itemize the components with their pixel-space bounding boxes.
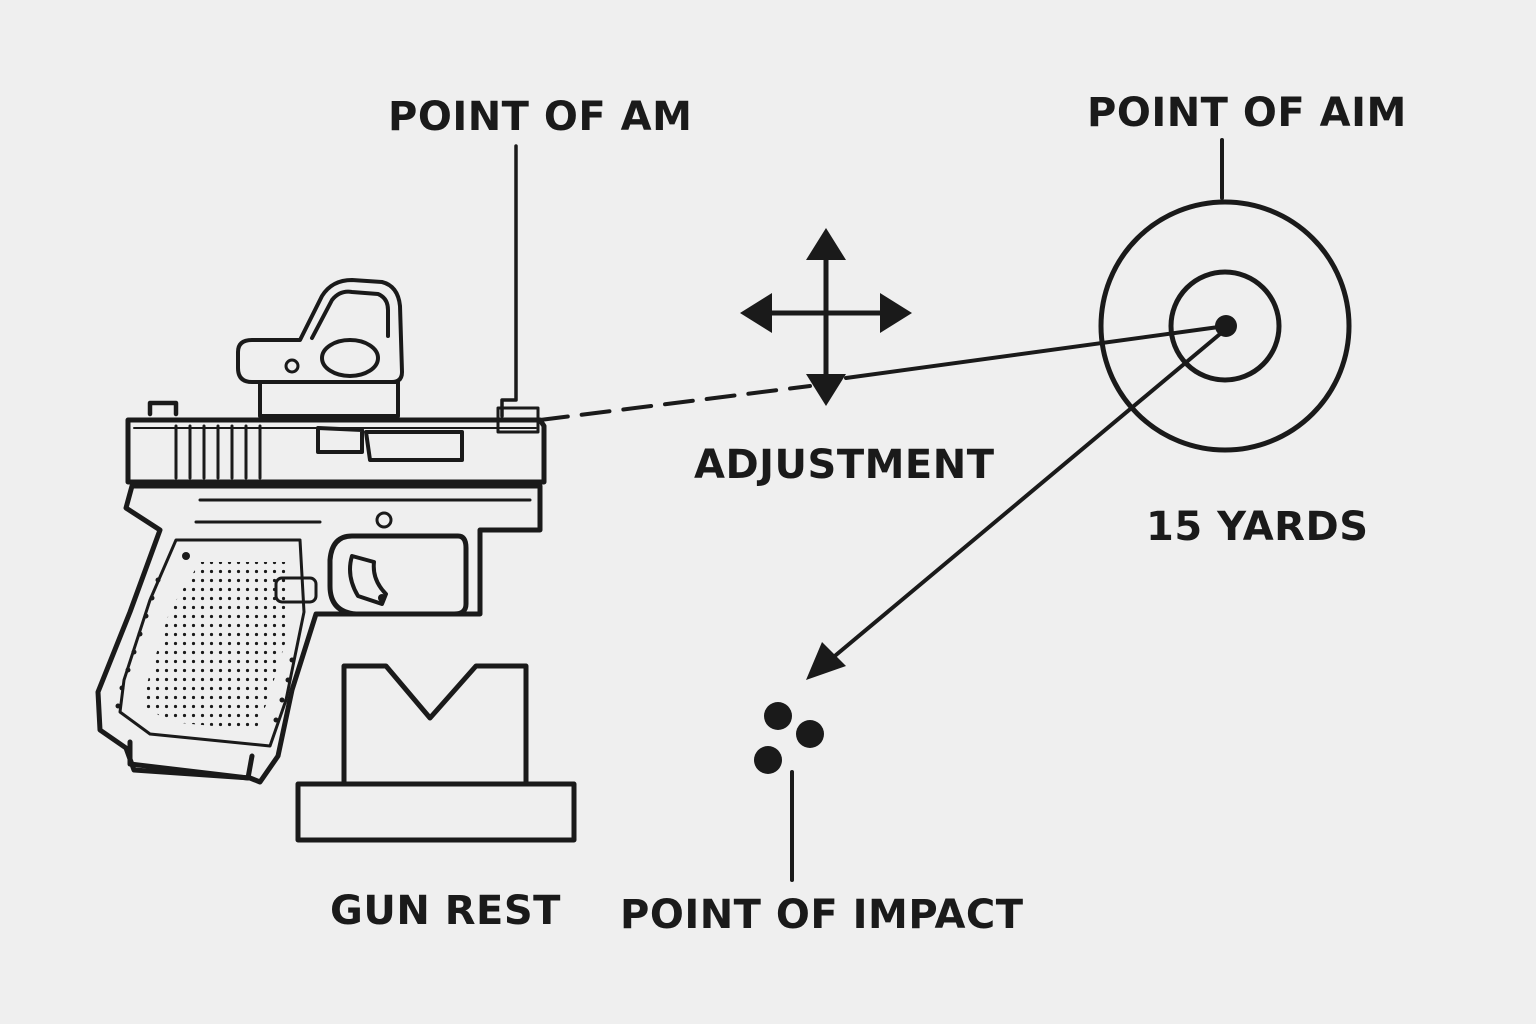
- label-distance: 15 YARDS: [1146, 504, 1369, 550]
- red-dot-sight-icon: [236, 278, 404, 418]
- bullet-hole-cluster-icon: [754, 702, 824, 882]
- four-way-arrow-icon: [740, 228, 912, 406]
- pistol-frame: [95, 483, 543, 785]
- bullseye-target-icon: [1098, 138, 1352, 453]
- point-of-am-leader-line: [500, 144, 518, 418]
- label-point-of-am: POINT OF AM: [388, 94, 692, 140]
- pistol-icon: [95, 278, 547, 785]
- label-gun-rest: GUN REST: [330, 888, 561, 934]
- deviation-arrow-icon: [806, 332, 1222, 680]
- label-point-of-impact: POINT OF IMPACT: [620, 892, 1024, 938]
- sight-line-solid: [844, 324, 1228, 380]
- label-point-of-aim: POINT OF AIM: [1087, 90, 1407, 136]
- label-adjustment: ADJUSTMENT: [694, 442, 995, 488]
- sight-line-dashed: [538, 384, 812, 422]
- gun-rest-icon: [295, 663, 577, 843]
